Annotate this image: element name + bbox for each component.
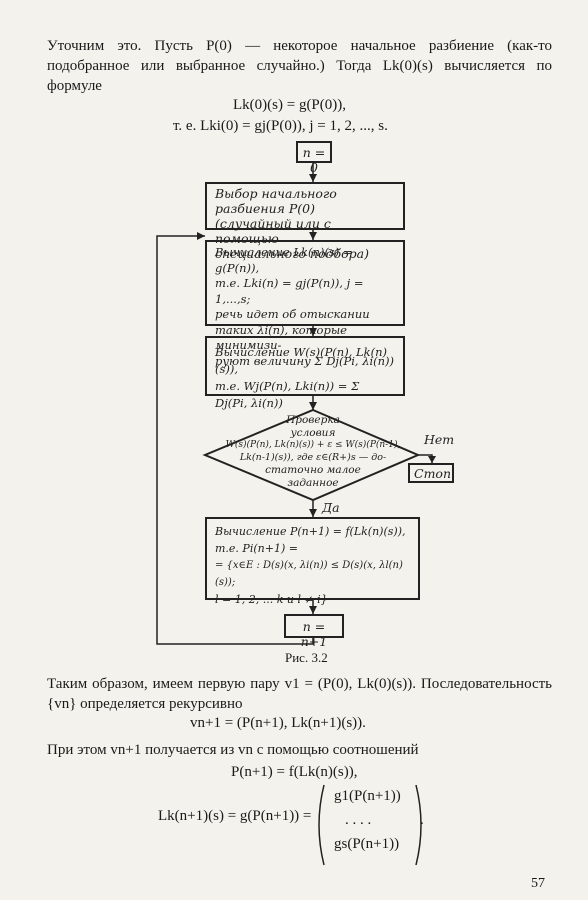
flow-compute-p-line-1: Вычисление P(n+1) = f(Lk(n)(s)),: [215, 525, 406, 538]
flow-check-text: Проверка условия W(s)(P(n), Lk(n)(s)) + …: [222, 414, 404, 489]
flow-compute-l-line-5: руют величину Σ Dj(Pi, λi(n)): [215, 353, 395, 368]
equation-5-row-3: gs(P(n+1)): [334, 836, 400, 852]
equation-5-lhs: Lk(n+1)(s) = g(P(n+1)) =: [158, 808, 312, 824]
flow-compute-l-line-4: таких λi(n), которые минимизи-: [215, 322, 347, 353]
flow-no-label: Нет: [424, 432, 455, 447]
flow-compute-p-line-4: l = 1, 2, ... k и l ≠ i}: [215, 593, 328, 606]
flow-compute-p-line-3: = {x∈E : D(s)(x, λi(n)) ≤ D(s)(x, λl(n)(…: [215, 560, 403, 588]
flow-init-line-3: специального подбора): [215, 246, 369, 261]
flowchart-connectors: [156, 162, 436, 645]
flow-compute-w-line-1: Вычисление W(s)(P(n), Lk(n)(s)),: [215, 345, 387, 376]
flow-compute-p-box: Вычисление P(n+1) = f(Lk(n)(s)), т.е. Pi…: [205, 517, 420, 606]
flow-compute-w-line-2: т.е. Wj(P(n), Lki(n)) = Σ Dj(Pi, λi(n)): [215, 379, 360, 410]
equation-2: т. е. Lki(0) = gj(P(0)), j = 1, 2, ..., …: [173, 118, 388, 134]
pair-paragraph: Таким образом, имеем первую пару v1 = (P…: [47, 676, 552, 712]
equation-1: Lk(0)(s) = g(P(0)),: [233, 97, 347, 113]
flow-compute-l-line-2: т.е. Lki(n) = gj(P(n)), j = 1,...,s;: [215, 276, 364, 306]
figure-caption: Рис. 3.2: [285, 650, 328, 665]
equation-5-row-1: g1(P(n+1)): [334, 788, 401, 804]
flow-check-line-2: условия: [290, 426, 336, 439]
flow-compute-l-line-3: речь идет об отыскании: [215, 307, 370, 321]
flow-compute-w-box: Вычисление W(s)(P(n), Lk(n)(s)), т.е. Wj…: [205, 336, 405, 410]
flow-start-box: n = 0: [296, 141, 332, 175]
flow-check-line-6: заданное: [287, 476, 339, 489]
flow-check-line-5: статочно малое: [265, 464, 361, 476]
flow-yes-label: Да: [322, 500, 340, 515]
flow-init-line-2: (случайный или с помощью: [215, 216, 331, 246]
flow-check-line-1: Проверка: [286, 414, 340, 426]
flow-check-line-4: Lk(n-1)(s)), где ε∈(R+)s — до-: [239, 451, 387, 463]
intro-paragraph: Уточним это. Пусть P(0) — некоторое нача…: [47, 38, 552, 94]
equation-5-period: .: [420, 812, 424, 828]
equation-4: P(n+1) = f(Lk(n)(s)),: [231, 764, 358, 780]
page-number: 57: [531, 876, 545, 891]
flow-compute-p-line-2: т.е. Pi(n+1) =: [215, 542, 298, 555]
flow-init-line-1: Выбор начального разбиения P(0): [215, 186, 337, 216]
equation-5-row-2: . . . .: [345, 812, 372, 828]
flow-check-line-3: W(s)(P(n), Lk(n)(s)) + ε ≤ W(s)(P(n-1),: [225, 440, 401, 450]
flow-compute-l-line-1: Вычисление Lk(n)(s) = g(P(n)),: [215, 245, 353, 275]
flow-init-box: Выбор начального разбиения P(0) (случайн…: [205, 182, 405, 261]
matrix-brackets: [318, 784, 422, 866]
relation-paragraph: При этом vn+1 получается из vn с помощью…: [47, 742, 419, 758]
equation-3: vn+1 = (P(n+1), Lk(n+1)(s)).: [190, 715, 366, 731]
flow-increment-box: n = n+1: [284, 614, 344, 649]
flow-stop-box: Стоп: [408, 463, 454, 483]
flow-compute-l-box: Вычисление Lk(n)(s) = g(P(n)), т.е. Lki(…: [205, 240, 405, 368]
